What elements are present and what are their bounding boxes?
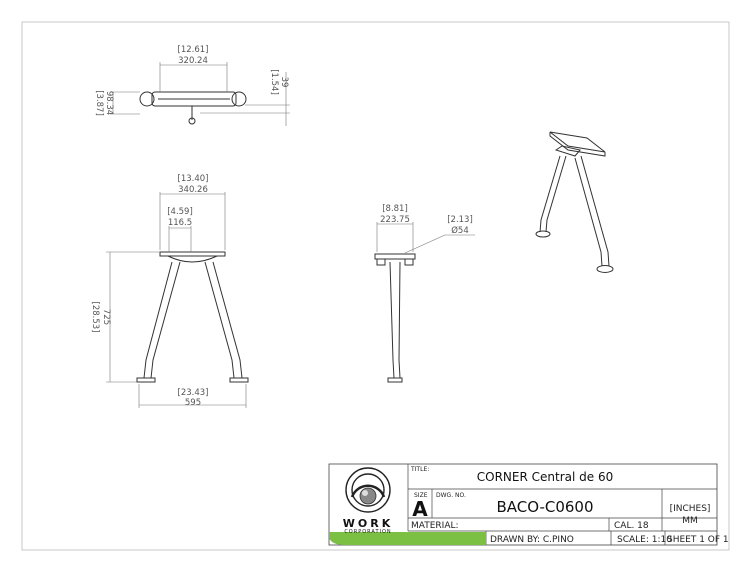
iso-right-foot bbox=[596, 265, 614, 273]
front-hub-width-mm: 116.5 bbox=[168, 218, 192, 228]
front-hub bbox=[167, 255, 218, 263]
front-right-leg-outer bbox=[212, 261, 243, 379]
side-leg-right bbox=[398, 261, 401, 379]
drawn-by: DRAWN BY: C.PINO bbox=[490, 535, 574, 545]
front-right-foot bbox=[229, 377, 249, 383]
front-top-width-mm: 340.26 bbox=[178, 185, 208, 195]
iso-leg-left-inner bbox=[545, 155, 567, 233]
iso-hub bbox=[554, 145, 581, 157]
top-height-in: [1.54] bbox=[269, 69, 279, 95]
isometric-view bbox=[535, 131, 614, 273]
side-right-clamp bbox=[404, 258, 414, 266]
units-inches: [INCHES] bbox=[670, 504, 711, 514]
top-view: [12.61] 320.24 [3.87] 98.34 [1.54] 39 bbox=[94, 45, 290, 126]
side-top-plate bbox=[374, 253, 416, 260]
drawing-title: CORNER Central de 60 bbox=[477, 470, 613, 484]
size-label: SIZE bbox=[414, 492, 428, 499]
top-view-right-foot bbox=[231, 91, 247, 107]
front-top-width-in: [13.40] bbox=[178, 174, 209, 184]
dwg-no-label: DWG. NO. bbox=[436, 492, 466, 499]
side-diameter-mm: Ø54 bbox=[451, 225, 469, 236]
iso-leg-left-outer bbox=[539, 155, 561, 233]
work-logo: WORK CORPORATION bbox=[343, 467, 393, 535]
front-base-width-in: [23.43] bbox=[178, 388, 209, 398]
logo-wordmark: WORK bbox=[343, 517, 393, 530]
side-diameter-in: [2.13] bbox=[447, 215, 473, 225]
top-width-mm: 320.24 bbox=[178, 56, 208, 66]
front-right-leg-inner bbox=[204, 261, 235, 379]
side-left-clamp bbox=[376, 258, 386, 266]
front-left-leg-outer bbox=[143, 261, 173, 379]
side-width-mm: 223.75 bbox=[380, 215, 410, 225]
iso-leg-right-outer bbox=[580, 155, 610, 267]
iso-leg-right-inner bbox=[574, 157, 603, 267]
front-left-leg-inner bbox=[150, 261, 181, 379]
units-mm: MM bbox=[682, 516, 698, 526]
top-depth-mm: 98.34 bbox=[104, 91, 114, 115]
top-depth-in: [3.87] bbox=[94, 90, 104, 116]
front-height-mm: 725 bbox=[101, 309, 111, 325]
logo-subtext: CORPORATION bbox=[344, 529, 391, 535]
top-view-leg-foot bbox=[188, 117, 196, 125]
green-accent-strip bbox=[329, 532, 486, 545]
cal-value: CAL. 18 bbox=[614, 521, 649, 531]
material-label: MATERIAL: bbox=[411, 521, 459, 531]
top-width-in: [12.61] bbox=[178, 45, 209, 55]
front-view: [13.40] 340.26 [4.59] 116.5 [28.53] 725 … bbox=[90, 174, 249, 408]
front-left-foot bbox=[136, 377, 156, 383]
front-top-plate bbox=[159, 251, 226, 257]
front-height-in: [28.53] bbox=[90, 302, 100, 333]
top-view-bar bbox=[151, 91, 237, 107]
sheet-size: A bbox=[412, 497, 428, 521]
front-base-width-mm: 595 bbox=[185, 398, 201, 408]
sheet-border bbox=[21, 21, 730, 551]
side-leg-left bbox=[389, 261, 395, 379]
front-hub-width-in: [4.59] bbox=[167, 207, 193, 217]
dwg-number: BACO-C0600 bbox=[496, 498, 593, 516]
iso-left-foot bbox=[535, 230, 551, 238]
side-width-in: [8.81] bbox=[382, 204, 408, 214]
scale: SCALE: 1:10 bbox=[617, 535, 672, 545]
title-label: TITLE: bbox=[410, 466, 429, 473]
side-foot bbox=[387, 377, 403, 383]
sheet-number: SHEET 1 OF 1 bbox=[667, 535, 729, 545]
top-height-mm: 39 bbox=[279, 77, 289, 88]
side-view: [8.81] 223.75 [2.13] Ø54 bbox=[374, 204, 475, 383]
title-block: WORK CORPORATION TITLE: CORNER Central d… bbox=[328, 463, 729, 546]
top-view-left-foot bbox=[139, 91, 155, 107]
